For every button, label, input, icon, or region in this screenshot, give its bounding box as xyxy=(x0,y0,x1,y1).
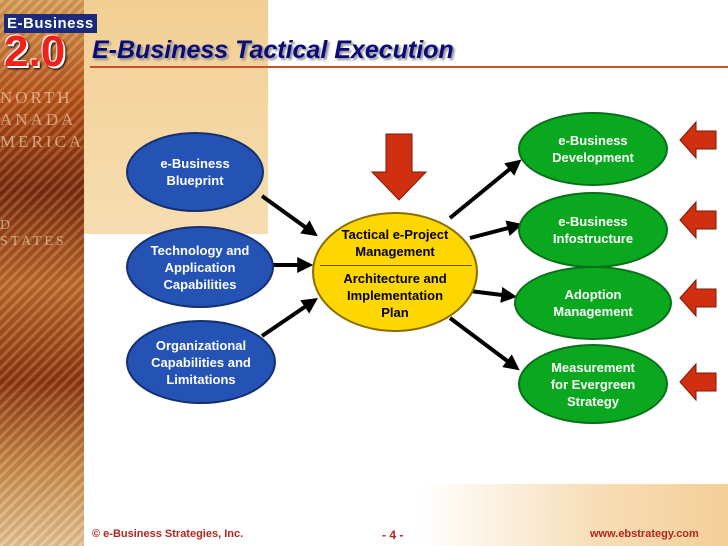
map-word: NORTH xyxy=(0,88,73,107)
footer-band xyxy=(420,484,728,546)
node-ebusiness-blueprint: e-Business Blueprint xyxy=(126,132,264,212)
node-technology-capabilities: Technology and Application Capabilities xyxy=(126,226,274,308)
node-label: Management xyxy=(355,244,435,259)
node-adoption-management: Adoption Management xyxy=(514,266,672,340)
node-label: Development xyxy=(552,150,634,165)
centre-divider xyxy=(320,265,472,266)
node-label: Architecture and xyxy=(343,271,447,286)
input-arrow-left xyxy=(679,278,717,318)
node-ebusiness-infostructure: e-Business Infostructure xyxy=(518,192,668,268)
node-label: Limitations xyxy=(166,371,236,387)
node-label: Organizational xyxy=(155,337,247,353)
arrow-centre-to-infostructure xyxy=(469,220,523,240)
node-ebusiness-development: e-Business Development xyxy=(518,112,668,186)
node-label: Application xyxy=(164,259,236,275)
node-label: Technology and xyxy=(150,242,250,258)
arrow-organizational-to-centre xyxy=(260,297,318,338)
arrow-centre-to-measurement xyxy=(448,316,520,371)
node-label: Capabilities xyxy=(163,276,237,292)
node-label: Plan xyxy=(381,305,409,320)
input-arrow-left xyxy=(679,120,717,160)
node-label: Infostructure xyxy=(552,231,634,246)
title-underline xyxy=(90,66,728,68)
logo-text: E-Business xyxy=(4,14,97,33)
input-arrow-left xyxy=(679,362,717,402)
arrow-centre-to-adoption xyxy=(469,286,518,303)
slide-title: E-Business Tactical Execution xyxy=(92,36,454,64)
decorative-map-strip: NORTH ANADA MERICA D STATES xyxy=(0,0,84,546)
footer-copyright: © e-Business Strategies, Inc. xyxy=(92,528,244,540)
node-label: Management xyxy=(553,304,633,319)
node-label: Tactical e-Project xyxy=(341,227,449,242)
node-label: Implementation xyxy=(346,288,444,303)
node-organizational-capabilities: Organizational Capabilities and Limitati… xyxy=(126,320,276,404)
arrow-blueprint-to-centre xyxy=(260,194,318,237)
map-word: MERICA xyxy=(0,132,85,151)
node-label: Strategy xyxy=(566,393,619,409)
arrow-centre-to-development xyxy=(448,159,522,220)
node-measurement-evergreen: Measurement for Evergreen Strategy xyxy=(518,344,668,424)
input-arrow-left xyxy=(679,200,717,240)
input-arrow-down xyxy=(370,133,428,201)
node-label: Measurement xyxy=(551,359,635,375)
map-word: D STATES xyxy=(0,218,67,249)
node-tactical-project-management: Tactical e-Project Management Architectu… xyxy=(312,212,478,332)
centre-bottom-text: Architecture and Implementation Plan xyxy=(314,270,476,321)
page-number: - 4 - xyxy=(382,528,404,542)
node-label: for Evergreen xyxy=(550,376,636,392)
node-label: Adoption xyxy=(564,287,622,302)
node-label: e-Business xyxy=(558,133,628,148)
node-label: e-Business xyxy=(558,214,628,229)
footer-website[interactable]: www.ebstrategy.com xyxy=(590,528,699,540)
node-label: e-Business xyxy=(160,156,230,171)
node-label: Blueprint xyxy=(166,173,224,188)
node-label: Capabilities and xyxy=(151,354,251,370)
map-texture xyxy=(0,0,84,546)
centre-top-text: Tactical e-Project Management xyxy=(314,226,476,260)
map-word: ANADA xyxy=(0,110,77,129)
logo-version: 2.0 xyxy=(4,27,66,76)
